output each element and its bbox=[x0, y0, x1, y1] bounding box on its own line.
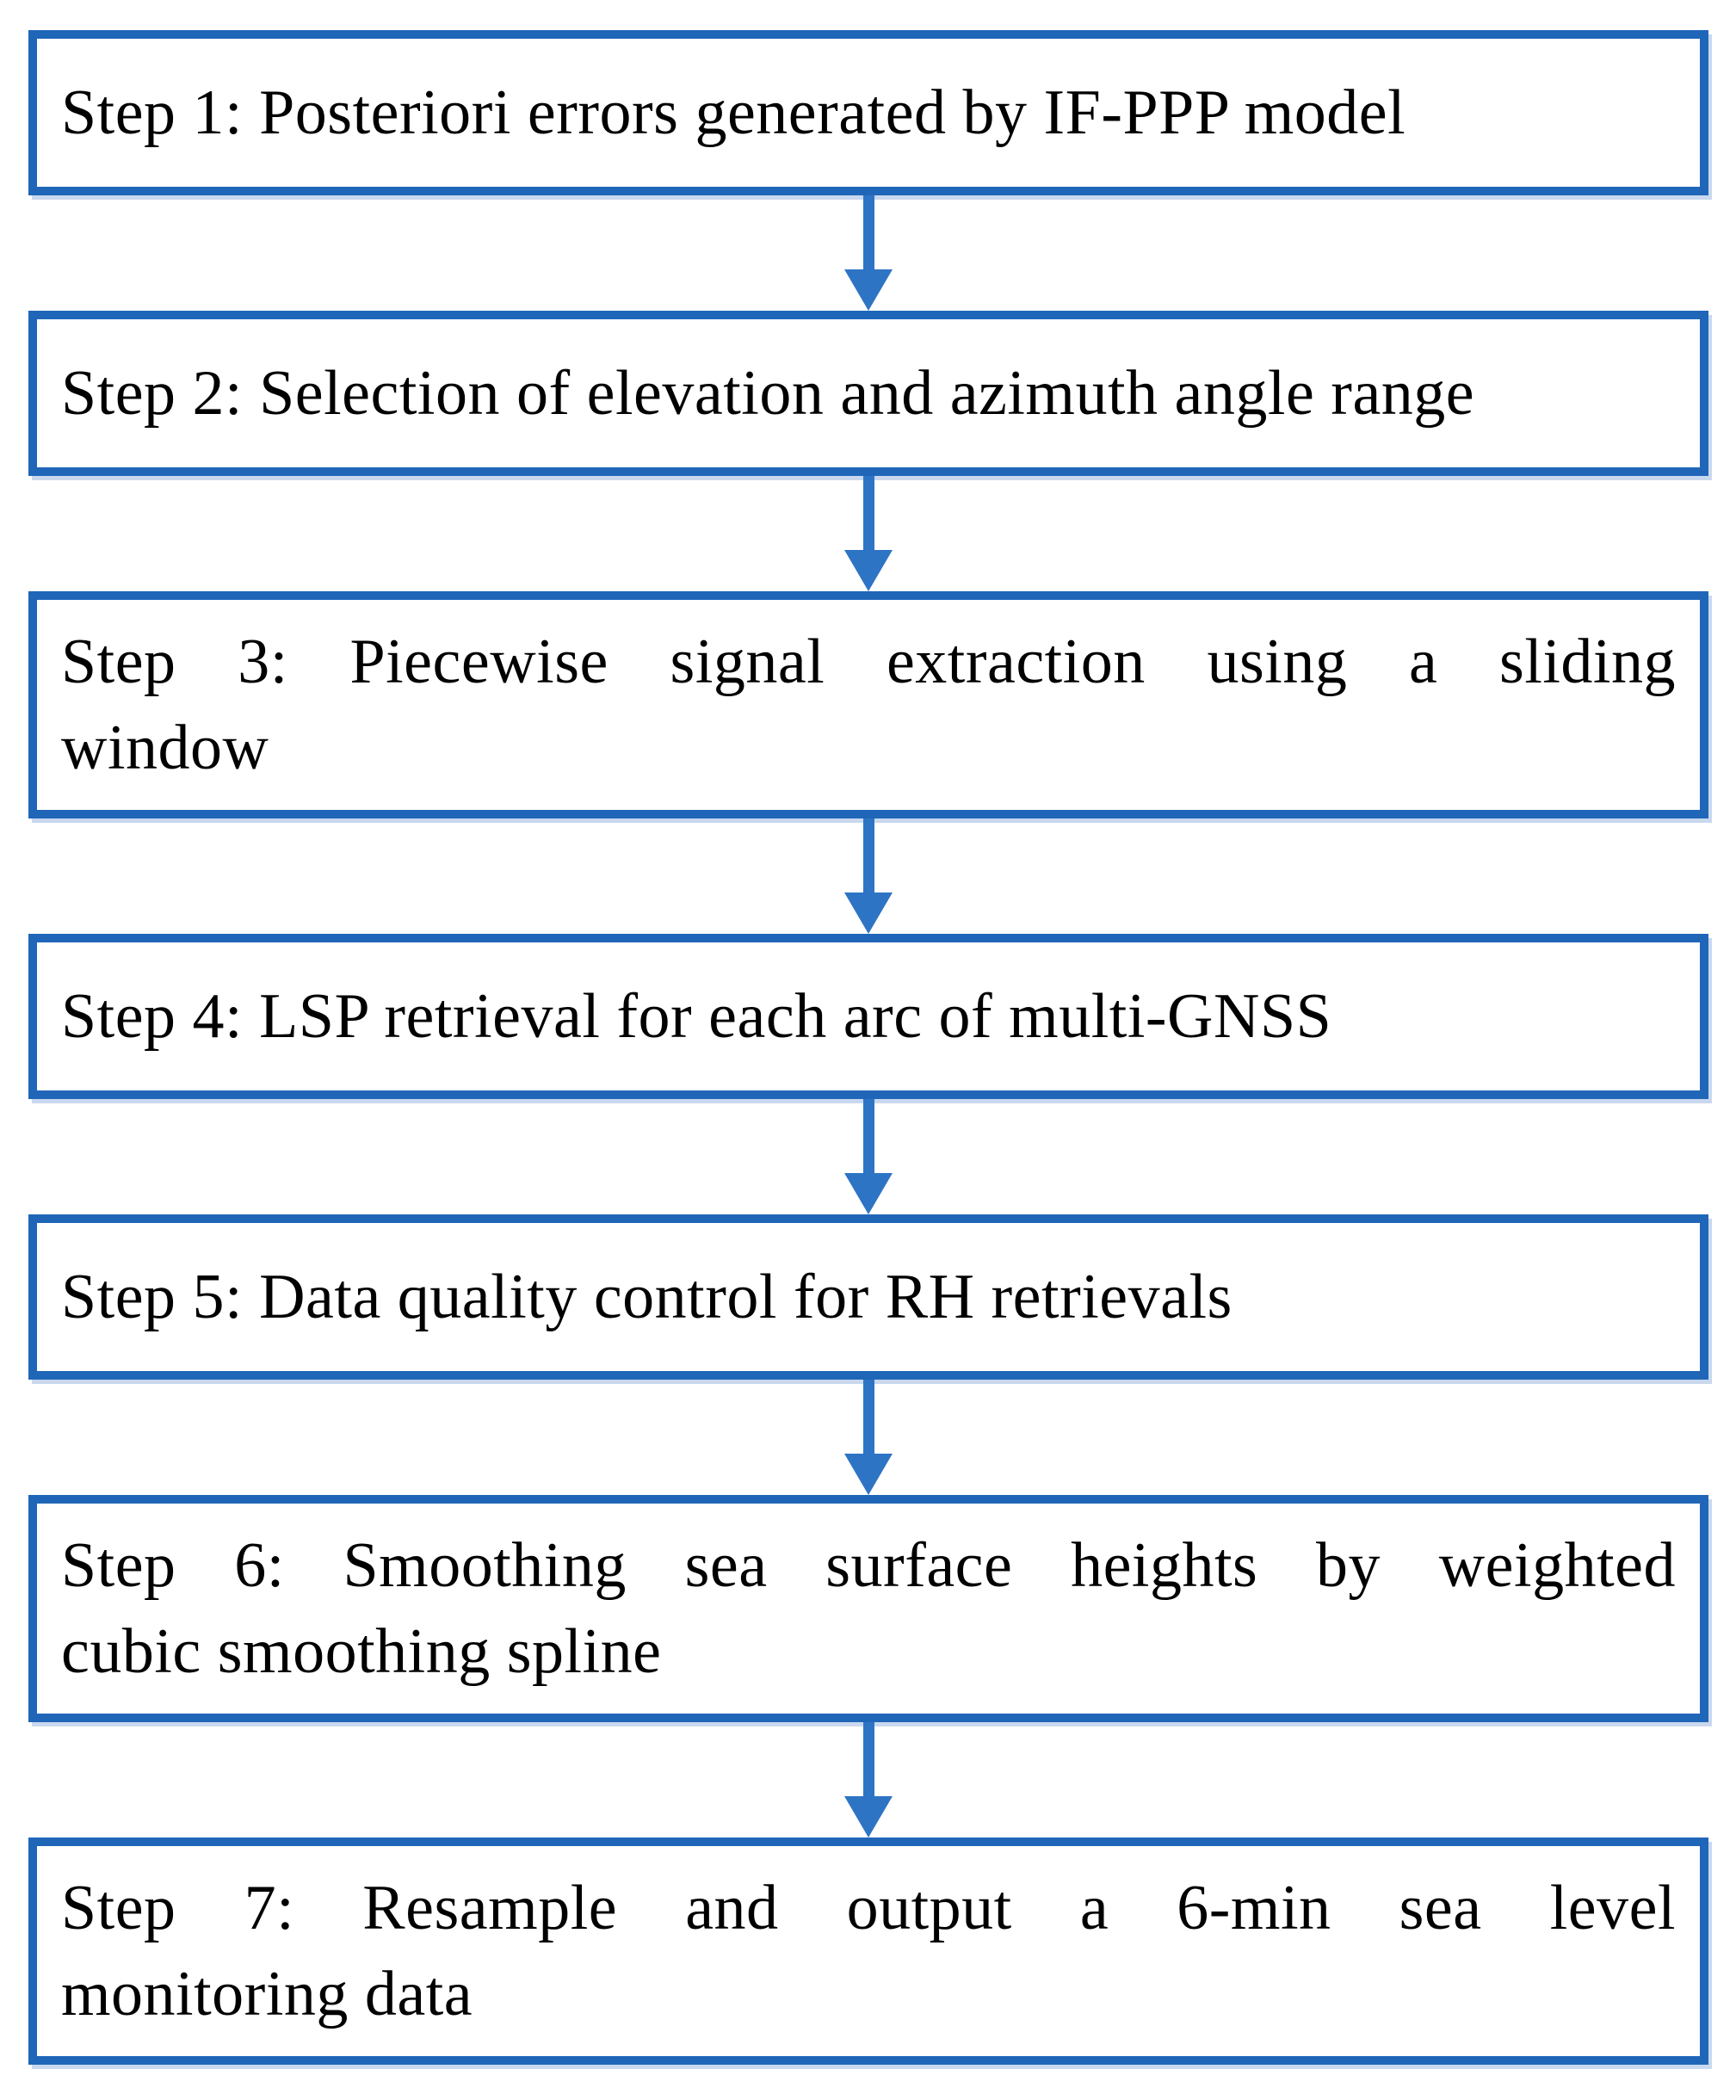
arrow-head bbox=[844, 269, 893, 311]
flowchart-step-box-2: Step 2: Selection of elevation and azimu… bbox=[28, 311, 1708, 476]
flowchart-step-box-4: Step 4: LSP retrieval for each arc of mu… bbox=[28, 934, 1708, 1099]
step-6-line-1: Step 6: Smoothing sea surface heights by… bbox=[61, 1530, 1676, 1601]
arrow-shaft bbox=[862, 1099, 874, 1173]
down-arrow-icon bbox=[28, 1380, 1708, 1495]
arrow-shaft bbox=[862, 476, 874, 550]
down-arrow-icon bbox=[28, 195, 1708, 311]
flowchart-step-box-6: Step 6: Smoothing sea surface heights by… bbox=[28, 1495, 1708, 1722]
step-7-label: Step 7: Resample and output a 6-min sea … bbox=[61, 1865, 1676, 2037]
flowchart-step-box-5: Step 5: Data quality control for RH retr… bbox=[28, 1214, 1708, 1380]
step-7-line-2: monitoring data bbox=[61, 1959, 473, 2029]
step-2-line-1: Step 2: Selection of elevation and azimu… bbox=[61, 358, 1475, 429]
arrow-shaft bbox=[862, 1380, 874, 1454]
down-arrow-icon bbox=[28, 1722, 1708, 1838]
arrow-shaft bbox=[862, 818, 874, 892]
step-4-line-1: Step 4: LSP retrieval for each arc of mu… bbox=[61, 981, 1332, 1052]
step-6-line-2: cubic smoothing spline bbox=[61, 1616, 662, 1687]
step-7-line-1: Step 7: Resample and output a 6-min sea … bbox=[61, 1873, 1676, 1943]
step-1-label: Step 1: Posteriori errors generated by I… bbox=[61, 70, 1676, 156]
step-3-label: Step 3: Piecewise signal extraction usin… bbox=[61, 619, 1676, 791]
arrow-head bbox=[844, 550, 893, 591]
arrow-head bbox=[844, 1454, 893, 1495]
arrow-shaft bbox=[862, 1722, 874, 1796]
step-3-line-1: Step 3: Piecewise signal extraction usin… bbox=[61, 627, 1676, 697]
flowchart: Step 1: Posteriori errors generated by I… bbox=[28, 30, 1708, 2065]
arrow-head bbox=[844, 1796, 893, 1838]
step-5-line-1: Step 5: Data quality control for RH retr… bbox=[61, 1262, 1232, 1332]
step-3-line-2: window bbox=[61, 713, 269, 783]
flowchart-step-box-1: Step 1: Posteriori errors generated by I… bbox=[28, 30, 1708, 195]
flowchart-step-box-7: Step 7: Resample and output a 6-min sea … bbox=[28, 1838, 1708, 2065]
step-4-label: Step 4: LSP retrieval for each arc of mu… bbox=[61, 973, 1676, 1059]
step-6-label: Step 6: Smoothing sea surface heights by… bbox=[61, 1522, 1676, 1695]
arrow-head bbox=[844, 892, 893, 934]
step-5-label: Step 5: Data quality control for RH retr… bbox=[61, 1254, 1676, 1340]
down-arrow-icon bbox=[28, 476, 1708, 591]
down-arrow-icon bbox=[28, 818, 1708, 934]
step-1-line-1: Step 1: Posteriori errors generated by I… bbox=[61, 77, 1406, 148]
arrow-shaft bbox=[862, 195, 874, 269]
down-arrow-icon bbox=[28, 1099, 1708, 1214]
arrow-head bbox=[844, 1173, 893, 1214]
step-2-label: Step 2: Selection of elevation and azimu… bbox=[61, 350, 1676, 436]
flowchart-step-box-3: Step 3: Piecewise signal extraction usin… bbox=[28, 591, 1708, 818]
